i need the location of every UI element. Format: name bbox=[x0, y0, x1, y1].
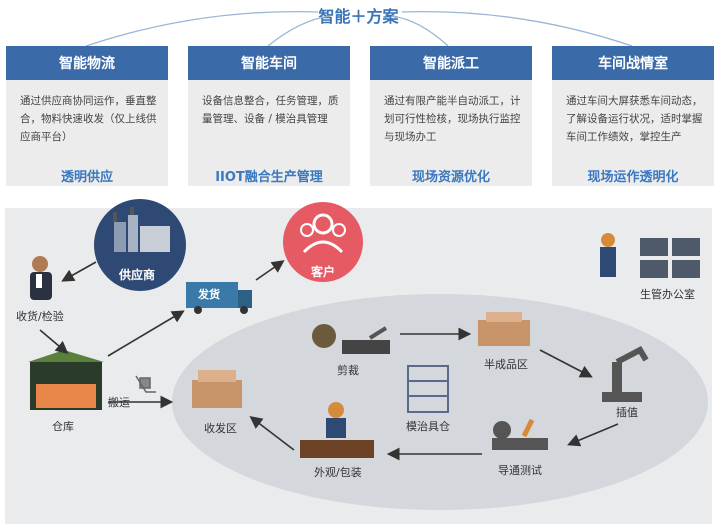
receive-inspect-label: 收货/检验 bbox=[16, 310, 64, 323]
robot-arm-icon bbox=[602, 346, 649, 402]
customer-label: 客户 bbox=[311, 265, 336, 279]
packer-icon bbox=[300, 402, 374, 458]
semi-finished-boxes-icon bbox=[478, 312, 530, 346]
fixture-storage-label: 模治具仓 bbox=[406, 420, 450, 433]
arrow-insert-test bbox=[567, 423, 619, 447]
card-footer: 现场资源优化 bbox=[411, 170, 490, 185]
card-smart-workshop: 智能车间 设备信息整合，任务管理，质量管理、设备 / 模治具管理 IIOT融合生… bbox=[188, 46, 350, 186]
warehouse-label: 仓库 bbox=[52, 420, 74, 433]
inspect-pack-label: 外观/包装 bbox=[314, 466, 362, 479]
arrow-supplier-receive bbox=[61, 261, 97, 282]
card-footer: 透明供应 bbox=[60, 170, 113, 185]
rack-icon bbox=[407, 365, 449, 413]
office-label: 生管办公室 bbox=[640, 288, 695, 301]
supplier-label: 供应商 bbox=[119, 268, 156, 282]
page-title: 智能＋方案 bbox=[318, 7, 399, 26]
truck-icon bbox=[186, 282, 252, 314]
card-body: 通过供应商协同运作，垂直整合，物料快速收发（仅上线供应商平台） bbox=[20, 95, 157, 143]
transport-label: 搬运 bbox=[108, 396, 130, 409]
cutting-label: 剪裁 bbox=[337, 364, 359, 377]
arrow-semi-insert bbox=[539, 349, 593, 378]
cart-icon bbox=[135, 375, 156, 393]
cutting-machine-icon bbox=[312, 324, 390, 354]
card-footer: IIOT融合生产管理 bbox=[215, 170, 323, 185]
inspector-icon bbox=[30, 256, 52, 300]
card-header: 智能物流 bbox=[6, 46, 168, 80]
card-smart-logistics: 智能物流 通过供应商协同运作，垂直整合，物料快速收发（仅上线供应商平台） 透明供… bbox=[6, 46, 168, 186]
arrow-truck-customer bbox=[255, 260, 285, 281]
card-smart-dispatch: 智能派工 通过有限产能半自动派工，计划可行性检核，现场执行监控与现场办工 现场资… bbox=[370, 46, 532, 186]
card-body: 通过车间大屏获悉车间动态，了解设备运行状况，适时掌握车间工作绩效，掌控生产 bbox=[566, 95, 703, 143]
test-machine-icon bbox=[492, 418, 548, 450]
receiving-area-label: 收发区 bbox=[204, 422, 237, 435]
card-body: 通过有限产能半自动派工，计划可行性检核，现场执行监控与现场办工 bbox=[384, 95, 521, 143]
insert-label: 插值 bbox=[616, 406, 638, 419]
card-header: 智能派工 bbox=[370, 46, 532, 80]
ship-label: 发货 bbox=[198, 288, 220, 301]
arrow-warehouse-truck bbox=[107, 310, 185, 357]
conduction-test-label: 导通测试 bbox=[498, 464, 542, 477]
connector-arcs bbox=[85, 11, 633, 47]
arrow-pack-receiving bbox=[249, 416, 295, 451]
card-war-room: 车间战情室 通过车间大屏获悉车间动态，了解设备运行状况，适时掌握车间工作绩效，掌… bbox=[552, 46, 714, 186]
card-body: 设备信息整合，任务管理，质量管理、设备 / 模治具管理 bbox=[202, 95, 339, 125]
card-footer: 现场运作透明化 bbox=[587, 170, 679, 185]
card-header: 智能车间 bbox=[188, 46, 350, 80]
arrow-receive-warehouse bbox=[39, 329, 69, 355]
boxes-icon bbox=[192, 370, 242, 408]
card-header: 车间战情室 bbox=[552, 46, 714, 80]
semi-finished-label: 半成品区 bbox=[484, 358, 528, 371]
warehouse-icon bbox=[28, 350, 104, 410]
office-icon bbox=[600, 233, 700, 278]
factory-icon bbox=[94, 199, 186, 291]
people-icon bbox=[283, 202, 363, 282]
